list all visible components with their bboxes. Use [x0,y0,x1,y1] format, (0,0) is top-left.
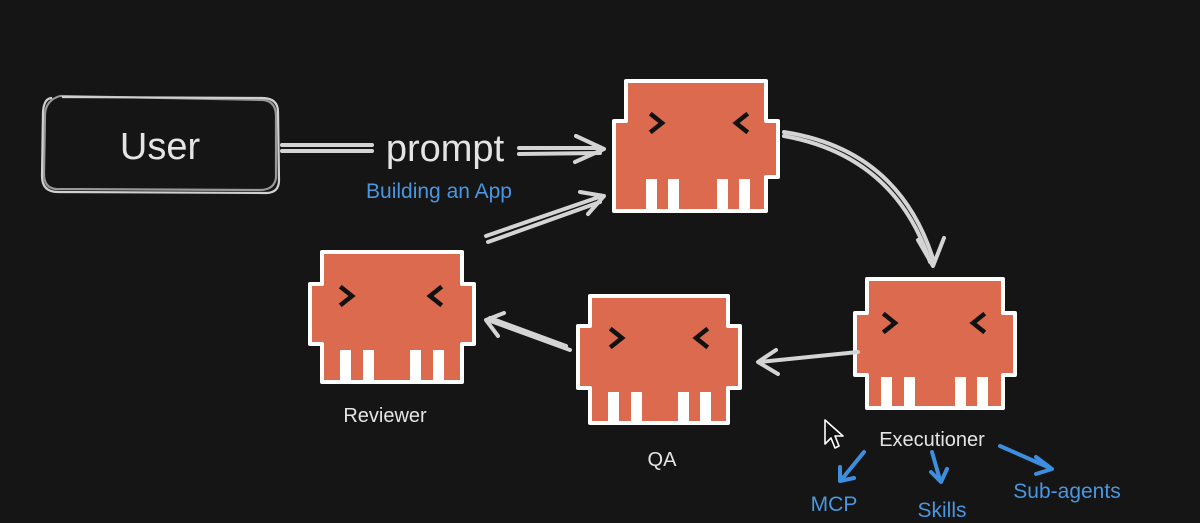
executioner-label: Executioner [879,429,985,451]
qa-label: QA [648,449,678,471]
reviewer-to-orchestrator-arrow [484,190,606,244]
tool-arrow-skills [929,450,949,484]
user-label: User [120,126,201,168]
orchestrator-agent [612,79,780,213]
tool-arrow-sub-agents [998,444,1054,476]
robot-icon [576,294,742,425]
user-node: User [40,94,281,195]
robot-icon [853,277,1017,410]
executioner-to-qa-arrow [756,348,860,376]
qa-agent: QA [576,294,742,471]
tool-label-skills: Skills [917,499,966,522]
reviewer-agent: Reviewer [308,250,476,427]
reviewer-label: Reviewer [343,405,427,427]
tool-arrow-mcp [838,450,866,483]
qa-to-reviewer-arrow [484,311,572,352]
tool-label-sub-agents: Sub-agents [1013,480,1120,503]
mouse-pointer-icon [824,419,844,449]
executioner-agent: Executioner [853,277,1017,451]
robot-icon [308,250,476,384]
robot-icon [612,79,780,213]
prompt-arrow [280,134,606,164]
prompt-caption: Building an App [366,180,512,203]
prompt-label: prompt [386,128,505,170]
tool-label-mcp: MCP [811,493,858,516]
orchestrator-to-executioner-arrow [782,130,946,268]
